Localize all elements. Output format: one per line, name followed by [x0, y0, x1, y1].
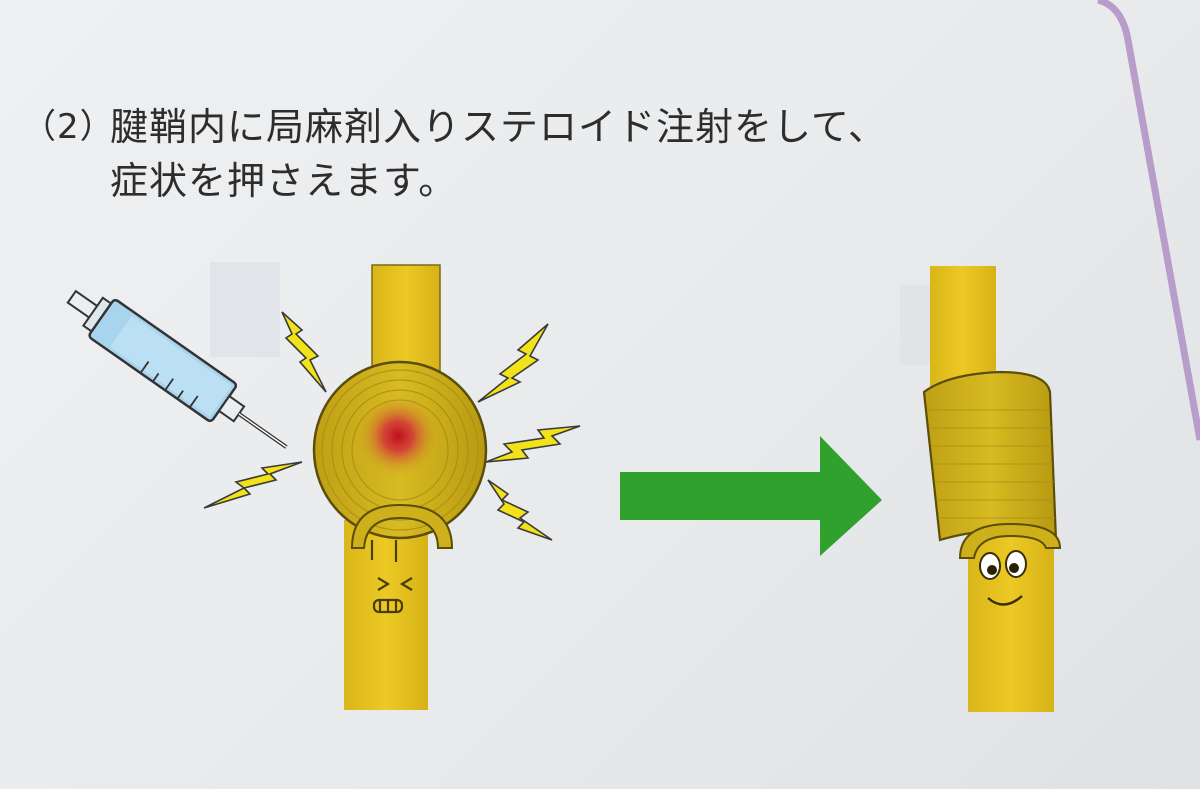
section-number: （2） — [22, 107, 115, 147]
instruction-line-2: 症状を押さえます。 — [110, 159, 458, 203]
syringe-icon — [66, 289, 288, 449]
right-arrow-icon — [620, 436, 882, 556]
lightning-icon — [203, 311, 581, 541]
instruction-line-1: 腱鞘内に局麻剤入りステロイド注射をして、 — [110, 105, 887, 149]
pained-face — [370, 540, 413, 614]
healed-tendon-sheath — [922, 266, 1062, 712]
happy-face — [979, 550, 1027, 606]
inflamed-tendon-sheath — [312, 264, 488, 710]
